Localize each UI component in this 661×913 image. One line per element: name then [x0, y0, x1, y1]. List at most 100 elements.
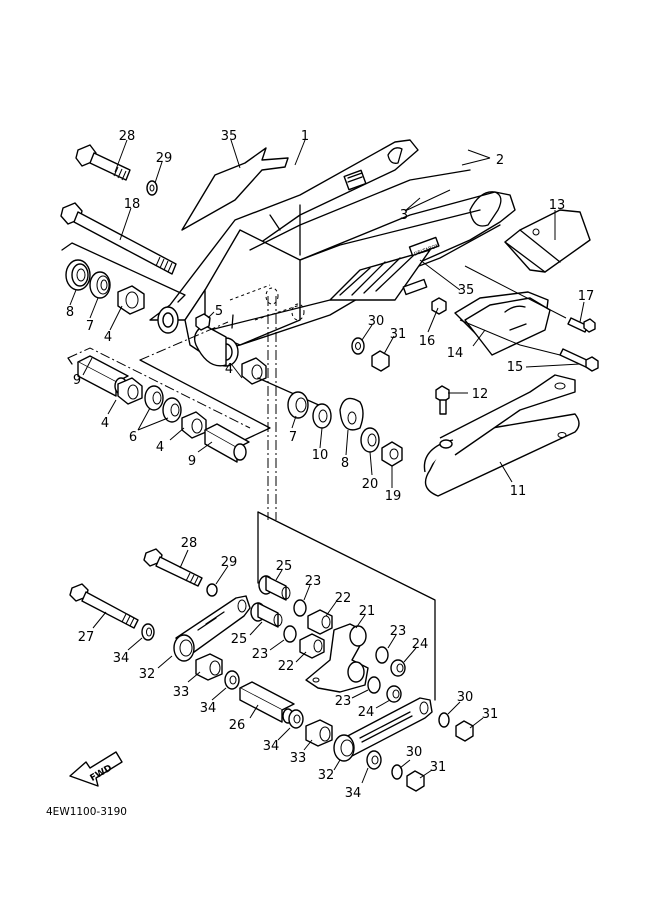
- callout-31-b: 31: [482, 707, 499, 722]
- callout-10: 10: [312, 448, 329, 463]
- collar-24-b: [386, 685, 402, 703]
- seal-23-a: [293, 599, 307, 617]
- callout-31-a: 31: [390, 327, 407, 342]
- callout-11: 11: [510, 484, 527, 499]
- callout-34-c: 34: [263, 739, 280, 754]
- callout-4-d: 4: [225, 362, 233, 377]
- callout-33-b: 33: [290, 751, 307, 766]
- callout-4-a: 4: [104, 330, 112, 345]
- callout-23-d: 23: [335, 694, 352, 709]
- nut-31-middle: [455, 720, 474, 742]
- callout-34-a: 34: [113, 651, 130, 666]
- callout-3: 3: [400, 208, 408, 223]
- collar-33-b: [305, 719, 333, 747]
- callout-31-c: 31: [430, 760, 447, 775]
- callout-29-b: 29: [221, 555, 238, 570]
- callout-35-b: 35: [458, 283, 475, 298]
- callout-20: 20: [362, 477, 379, 492]
- bolt-28-upper: [75, 144, 131, 181]
- washer-29-lower: [206, 583, 218, 597]
- washer-20: [360, 427, 380, 453]
- callout-33-a: 33: [173, 685, 190, 700]
- spacer-9-left: [77, 355, 129, 397]
- seal-34-c: [288, 709, 304, 729]
- callout-25-b: 25: [231, 632, 248, 647]
- callout-21: 21: [359, 604, 376, 619]
- callout-14: 14: [447, 346, 464, 361]
- callout-23-b: 23: [252, 647, 269, 662]
- pivot-shaft-18: [60, 202, 177, 275]
- callout-32-b: 32: [318, 768, 335, 783]
- washer-29-upper: [146, 180, 158, 196]
- nut-16: [431, 297, 447, 315]
- collar-22-a: [307, 609, 333, 635]
- collar-24-a: [390, 659, 406, 677]
- callout-2: 2: [496, 153, 504, 168]
- bushing-25-a: [258, 575, 291, 601]
- leader-lines: [69, 139, 585, 784]
- callout-23-a: 23: [305, 574, 322, 589]
- washer-30-lower: [391, 764, 403, 780]
- callout-13: 13: [549, 198, 566, 213]
- callout-32-a: 32: [139, 667, 156, 682]
- bolt-17: [567, 317, 596, 333]
- seal-23-c: [375, 646, 389, 664]
- bolt-15: [559, 348, 599, 372]
- bushing-25-b: [250, 602, 283, 628]
- callout-18: 18: [124, 197, 141, 212]
- callout-15: 15: [507, 360, 524, 375]
- link-rod-32-upper: [173, 595, 251, 662]
- callout-24-b: 24: [358, 705, 375, 720]
- callout-30-b: 30: [457, 690, 474, 705]
- callout-7-b: 7: [289, 430, 297, 445]
- link-rod-32-lower: [333, 697, 433, 762]
- callout-17: 17: [578, 289, 595, 304]
- connecting-arm-11: [423, 374, 580, 497]
- callout-7-a: 7: [86, 319, 94, 334]
- callout-12: 12: [472, 387, 489, 402]
- bolt-28-lower: [143, 548, 203, 587]
- collar-4-upper: [117, 285, 145, 315]
- seal-34-a: [141, 623, 155, 641]
- callout-labels: 1 2 3 4 4 4 4 5 6 7 7 8 8 9 9 10 11 12 1…: [66, 129, 594, 801]
- callout-8-b: 8: [341, 456, 349, 471]
- callout-25-a: 25: [276, 559, 293, 574]
- seal-23-d: [367, 676, 381, 694]
- callout-30-c: 30: [406, 745, 423, 760]
- callout-34-b: 34: [200, 701, 217, 716]
- seal-23-b: [283, 625, 297, 643]
- swingarm: DELTABOX: [149, 139, 516, 367]
- seal-8-right: [339, 397, 364, 431]
- callout-5: 5: [215, 304, 223, 319]
- washer-30-middle: [438, 712, 450, 728]
- bearing-6-a: [144, 385, 164, 411]
- callout-9-a: 9: [73, 373, 81, 388]
- spacer-9-right: [204, 423, 250, 463]
- bearing-7-right: [287, 391, 309, 419]
- callout-35-a: 35: [221, 129, 238, 144]
- seal-34-b: [224, 670, 240, 690]
- nut-31-lower: [406, 770, 425, 792]
- bearing-7-left: [89, 271, 111, 299]
- decal-35-upper: [181, 147, 289, 231]
- collar-4-a: [117, 377, 143, 405]
- callout-4-c: 4: [156, 440, 164, 455]
- collar-4-b: [181, 411, 207, 439]
- seal-34-d: [366, 750, 382, 770]
- bolt-12: [435, 385, 450, 415]
- callout-24-a: 24: [412, 637, 429, 652]
- callout-28-a: 28: [119, 129, 136, 144]
- relay-arm-21: [305, 623, 369, 693]
- callout-9-b: 9: [188, 454, 196, 469]
- callout-22-a: 22: [335, 591, 352, 606]
- callout-22-b: 22: [278, 659, 295, 674]
- callout-1: 1: [301, 129, 309, 144]
- callout-19: 19: [385, 489, 402, 504]
- callout-28-b: 28: [181, 536, 198, 551]
- seal-8-left: [65, 259, 91, 291]
- collar-26: [239, 681, 295, 724]
- callout-16: 16: [419, 334, 436, 349]
- washer-30-upper: [351, 337, 365, 355]
- chain-guide-bracket-14: [454, 291, 551, 356]
